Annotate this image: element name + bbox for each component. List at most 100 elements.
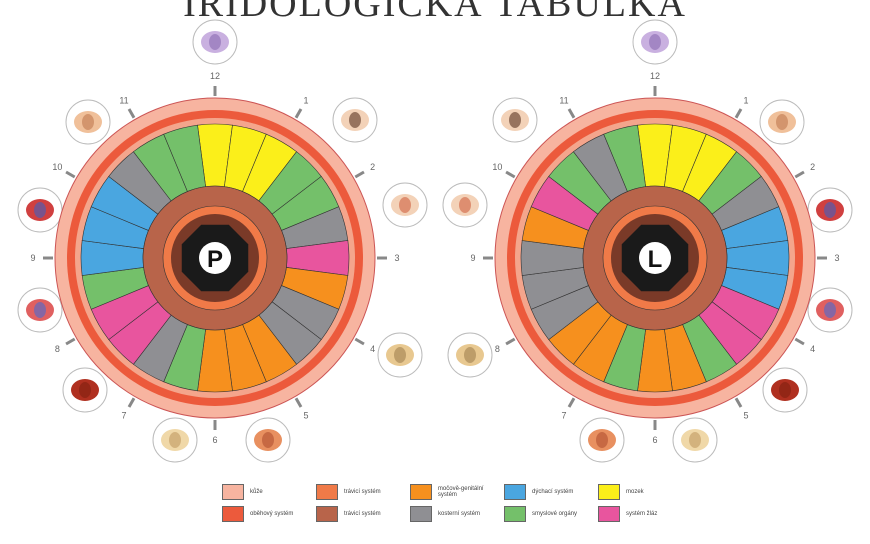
legend-label: systém žláz [626,511,658,517]
spine-icon [377,332,423,378]
clock-number: 9 [30,253,35,263]
legend-swatch [410,506,432,522]
heart-icon [17,187,63,233]
spine-icon [447,332,493,378]
icon-detail [824,302,836,318]
clock-number: 4 [810,344,815,354]
pelvis-icon [672,417,718,463]
legend-swatch [222,484,244,500]
icon-detail [82,114,94,130]
clock-number: 8 [55,344,60,354]
clock-number: 12 [650,71,660,81]
clock-number: 3 [834,253,839,263]
clock-number: 9 [470,253,475,263]
pelvis-icon [152,417,198,463]
legend-label: trávicí systém [344,489,381,495]
legend-swatch [504,506,526,522]
legend-label: smyslové orgány [532,511,578,517]
clock-marker [567,108,576,119]
clock-marker [127,397,136,408]
face-icon [492,97,538,143]
lungs-icon [17,287,63,333]
legend-item: smyslové orgány [504,506,598,522]
page-title: IRIDOLOGICKÁ TABULKA [183,0,687,25]
legend-label: oběhový systém [250,511,294,517]
clock-number: 5 [303,411,308,421]
liver-icon [762,367,808,413]
icon-detail [394,347,406,363]
legend-label: dýchací systém [532,489,574,495]
heart-icon [807,187,853,233]
eye-letter: P [207,246,223,273]
face-icon [332,97,378,143]
icon-detail [209,34,221,50]
legend-item: trávicí systém [316,484,410,500]
icon-detail [464,347,476,363]
legend-swatch [316,484,338,500]
legend-label: trávicí systém [344,511,381,517]
icon-detail [689,432,701,448]
legend-item: dýchací systém [504,484,598,500]
legend-swatch [598,506,620,522]
legend-label: kůže [250,489,263,495]
legend-item: trávicí systém [316,506,410,522]
clock-marker [65,170,76,179]
clock-number: 1 [743,95,748,105]
clock-marker [734,108,743,119]
icon-detail [34,202,46,218]
legend-item: močově-genitální systém [410,484,504,500]
clock-marker [294,397,303,408]
icon-detail [824,202,836,218]
icon-detail [399,197,411,213]
clock-marker [734,397,743,408]
clock-number: 3 [394,253,399,263]
legend-item: kosterní systém [410,506,504,522]
clock-number: 5 [743,411,748,421]
brain-icon [632,19,678,65]
icon-detail [459,197,471,213]
clock-number: 6 [652,435,657,445]
clock-number: 1 [303,95,308,105]
clock-marker [567,397,576,408]
legend: kůže trávicí systém močově-genitální sys… [222,484,692,522]
icon-detail [349,112,361,128]
clock-number: 2 [370,162,375,172]
throat-icon [382,182,428,228]
clock-marker [354,337,365,346]
legend-item: kůže [222,484,316,500]
icon-detail [169,432,181,448]
eye-letter: L [648,246,663,273]
legend-item: systém žláz [598,506,692,522]
pupil-center [639,242,671,274]
legend-swatch [222,506,244,522]
lungs-icon [807,287,853,333]
clock-number: 11 [119,95,128,105]
icon-detail [776,114,788,130]
icon-detail [779,382,791,398]
clock-marker [127,108,136,119]
legend-label: kosterní systém [438,511,481,517]
clock-number: 7 [561,411,566,421]
legend-label: mozek [626,489,644,495]
icon-detail [79,382,91,398]
clock-marker [354,170,365,179]
clock-marker [505,337,516,346]
clock-marker [794,337,805,346]
icon-detail [649,34,661,50]
ear-icon [65,99,111,145]
kidney-icon [245,417,291,463]
clock-number: 2 [810,162,815,172]
icon-detail [509,112,521,128]
brain-icon [192,19,238,65]
legend-label: močově-genitální systém [437,486,484,498]
clock-number: 12 [210,71,220,81]
kidney-icon [579,417,625,463]
clock-number: 6 [212,435,217,445]
legend-swatch [410,484,432,500]
clock-marker [294,108,303,119]
ear-icon [759,99,805,145]
liver-icon [62,367,108,413]
